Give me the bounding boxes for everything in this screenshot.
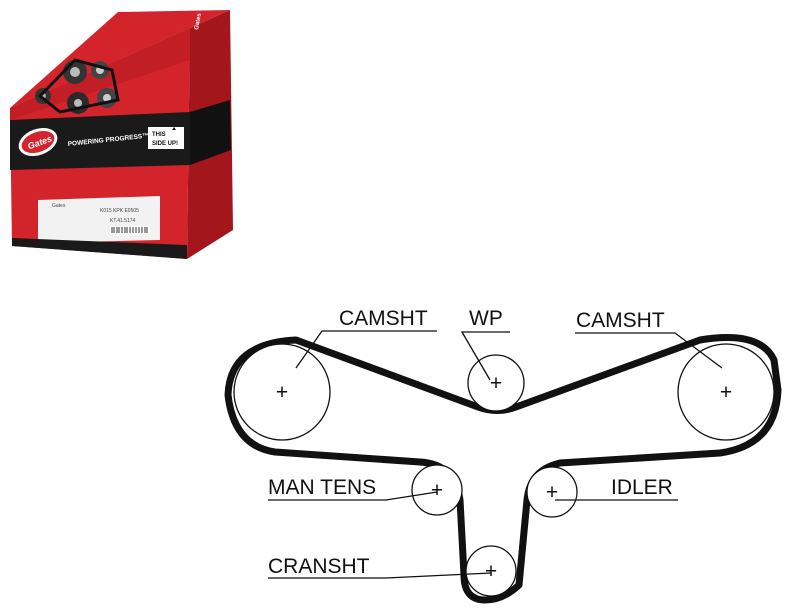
svg-text:K015 KPK E0505: K015 KPK E0505 <box>100 208 139 214</box>
pulley-center-mark: + <box>720 381 732 404</box>
product-box-image: Gates Gates POWERING PROGRESS™ THIS SIDE… <box>10 10 233 259</box>
side-up-sticker <box>148 127 184 149</box>
crankshaft-pulley <box>465 545 517 597</box>
pulley-center-mark: + <box>485 560 497 583</box>
leader-man-tens <box>268 491 438 501</box>
svg-text:THIS: THIS <box>152 132 166 138</box>
timing-belt <box>224 334 782 604</box>
pulley-center-mark: + <box>490 372 502 395</box>
leader-camsht-left <box>295 330 437 369</box>
pulley-kit-photo <box>35 58 120 114</box>
label-wp: WP <box>469 307 503 330</box>
box-black-band <box>10 112 190 170</box>
svg-text:SIDE UP!: SIDE UP! <box>152 141 178 147</box>
idler-pulley <box>526 466 578 518</box>
svg-text:Gates: Gates <box>194 12 203 30</box>
water-pump-pulley <box>467 354 525 412</box>
pulley-center-mark: + <box>546 481 558 504</box>
pulley-center-mark: + <box>276 381 288 404</box>
leader-wp <box>460 331 510 381</box>
barcode <box>110 226 150 234</box>
box-top-face <box>10 10 230 108</box>
camshaft-right-pulley <box>677 343 775 441</box>
tensioner-pulley <box>411 464 463 516</box>
label-idler: IDLER <box>611 476 673 499</box>
label-cranksht: CRANSHT <box>268 555 370 578</box>
pulley-center-mark: + <box>431 479 443 502</box>
gates-logo-icon: Gates <box>18 127 58 157</box>
label-camsht-left: CAMSHT <box>339 307 428 330</box>
svg-text:Gates: Gates <box>52 203 66 209</box>
label-camsht-right: CAMSHT <box>576 309 665 332</box>
label-man-tens: MAN TENS <box>268 476 376 499</box>
svg-text:KT.41.5174: KT.41.5174 <box>110 218 136 224</box>
leader-camsht-right <box>575 332 723 369</box>
leader-cranksht <box>268 572 492 579</box>
camshaft-left-pulley <box>233 343 331 441</box>
up-arrow-icon <box>172 127 176 130</box>
